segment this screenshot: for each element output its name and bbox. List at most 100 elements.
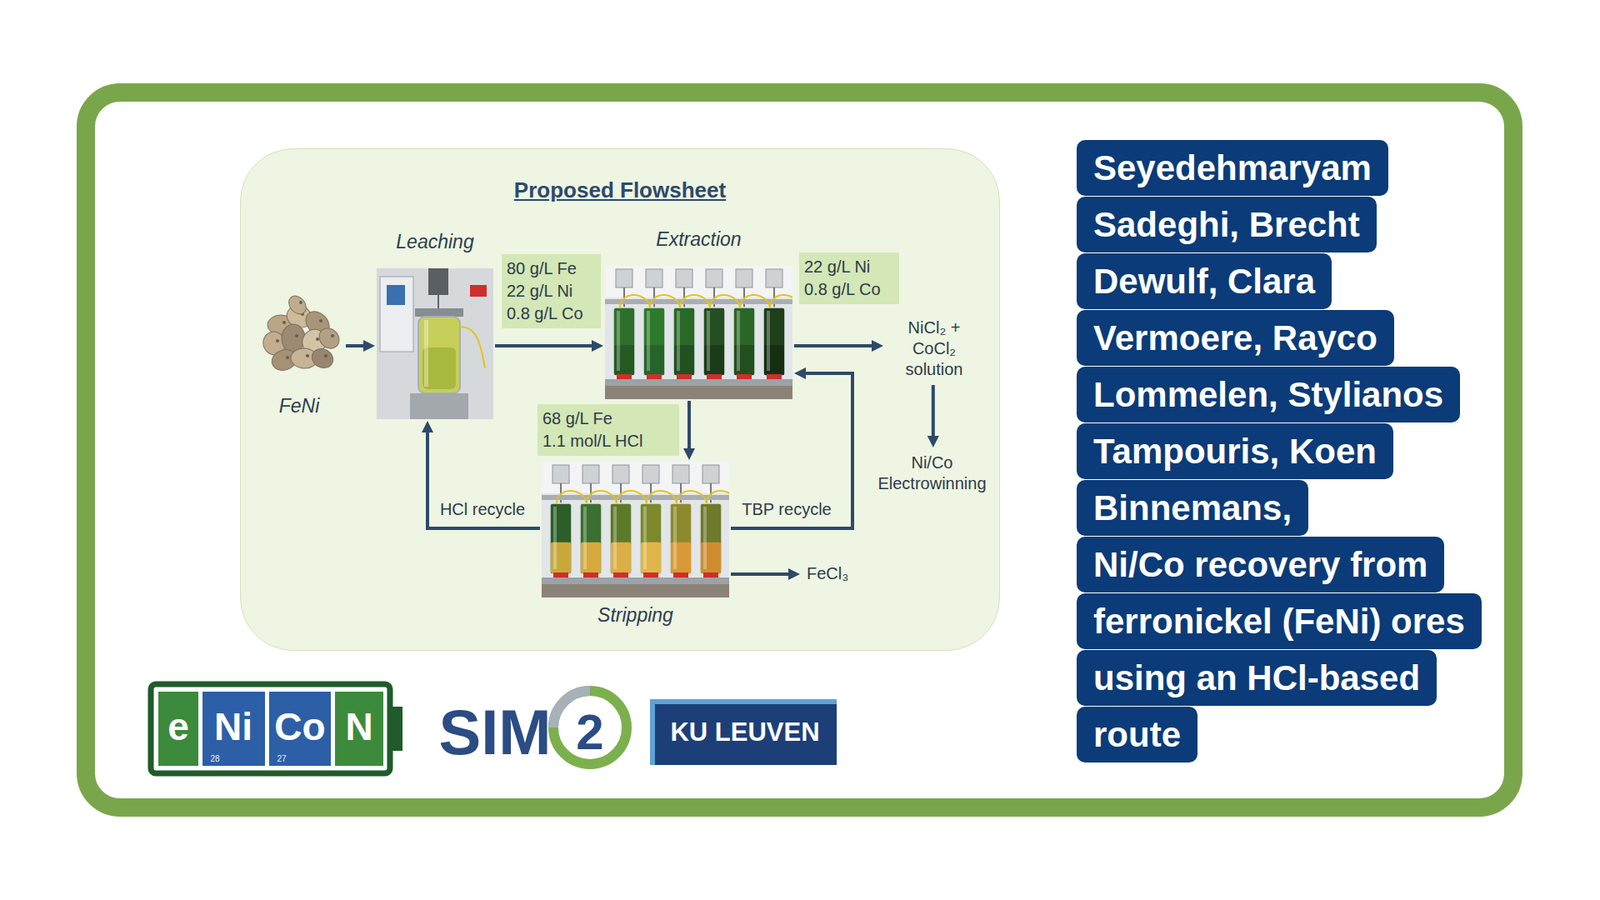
photo-detail xyxy=(766,374,782,380)
element-tile xyxy=(269,691,331,766)
paper-title-row: Ni/Co recovery from ferronickel (FeNi) o… xyxy=(1076,536,1474,764)
product-text-box: NiCl₂ + CoCl₂ solution xyxy=(888,317,980,380)
photo-detail xyxy=(299,300,303,305)
recycle-label: TBP recycle xyxy=(739,500,834,520)
product-label: FeCl₃ xyxy=(806,563,849,585)
photo-detail xyxy=(673,307,695,376)
stream-value: 22 g/L Ni xyxy=(804,255,891,279)
photo-detail xyxy=(706,490,730,504)
photo-detail xyxy=(766,310,770,371)
photo-detail xyxy=(285,292,310,318)
photo-detail xyxy=(552,465,570,484)
photo-detail xyxy=(415,308,464,317)
photo-detail xyxy=(308,345,336,371)
logo-ring xyxy=(553,690,627,765)
process-photo-box: Stripping xyxy=(541,461,730,598)
photo-detail xyxy=(770,295,793,308)
element-letter: N xyxy=(345,704,373,750)
element-letter: e xyxy=(167,704,190,750)
university-logo-stripe xyxy=(650,699,655,765)
photo-detail xyxy=(605,385,793,400)
photo-detail xyxy=(672,465,690,484)
step-label: Stripping xyxy=(597,604,674,627)
photo-detail xyxy=(605,265,793,298)
photo-detail xyxy=(616,310,620,371)
photo-detail xyxy=(673,572,689,578)
stream-box: 22 g/L Ni0.8 g/L Co xyxy=(799,252,900,305)
photo-detail xyxy=(740,295,770,308)
stream-value: 0.8 g/L Co xyxy=(804,278,891,301)
photo-detail xyxy=(460,326,485,369)
photo-detail xyxy=(673,506,677,570)
stream-box: 68 g/L Fe1.1 mol/L HCl xyxy=(537,404,680,456)
photo-detail xyxy=(650,295,680,308)
photo-detail xyxy=(735,269,753,288)
photo-detail xyxy=(315,337,320,341)
photo-detail xyxy=(646,374,662,380)
element-symbol: Ni xyxy=(214,704,253,750)
photo-detail xyxy=(706,310,710,371)
photo-detail xyxy=(582,465,600,484)
photo-detail xyxy=(646,490,677,504)
photo-detail xyxy=(282,320,286,325)
photo-detail xyxy=(763,307,785,376)
photo-detail xyxy=(676,310,680,371)
strip-photo xyxy=(541,461,730,598)
photo-detail xyxy=(275,339,280,343)
logo-digit: 2 xyxy=(575,703,604,761)
photo-detail xyxy=(645,269,663,288)
photo-detail xyxy=(705,269,723,288)
university-name: KU LEUVEN xyxy=(670,717,820,748)
photo-detail xyxy=(605,265,793,400)
university-logo-block xyxy=(650,699,837,765)
photo-detail xyxy=(670,503,692,575)
photo-detail xyxy=(605,299,793,305)
feni-photo xyxy=(255,291,343,379)
photo-detail xyxy=(643,307,665,376)
recycle-label: HCl recycle xyxy=(437,500,528,520)
flow-arrow xyxy=(495,344,592,348)
photo-detail xyxy=(380,276,414,352)
panel-title: Proposed Flowsheet xyxy=(514,177,726,204)
photo-detail xyxy=(541,495,730,500)
extract-photo xyxy=(605,265,793,400)
photo-detail xyxy=(324,354,328,358)
battery-terminal xyxy=(391,706,403,751)
product-label: Ni/Co Electrowinning xyxy=(868,452,996,495)
photo-detail xyxy=(642,465,660,484)
logo-text: SIM xyxy=(438,695,551,769)
photo-detail xyxy=(586,490,617,504)
photo-detail xyxy=(410,393,469,420)
photo-detail xyxy=(706,374,722,380)
step-label: FeNi xyxy=(279,395,320,418)
photo-detail xyxy=(765,269,783,288)
photo-detail xyxy=(612,465,630,484)
photo-detail xyxy=(305,354,310,358)
photo-detail xyxy=(315,324,343,353)
photo-detail xyxy=(643,506,647,570)
photo-detail xyxy=(580,503,602,575)
photo-detail xyxy=(640,503,662,575)
photo-detail xyxy=(295,334,299,338)
photo-detail xyxy=(319,319,323,323)
stream-value: 68 g/L Fe xyxy=(542,407,671,430)
photo-detail xyxy=(703,307,725,376)
photo-detail xyxy=(550,503,572,575)
photo-detail xyxy=(615,269,633,288)
photo-detail xyxy=(675,269,693,288)
product-label: NiCl₂ + CoCl₂ solution xyxy=(888,317,980,380)
photo-detail xyxy=(680,295,710,308)
atomic-number: 28 xyxy=(210,754,220,764)
photo-detail xyxy=(553,572,569,578)
photo-detail xyxy=(613,307,635,376)
stream-box: 80 g/L Fe22 g/L Ni0.8 g/L Co xyxy=(501,254,601,329)
flow-arrow xyxy=(687,400,691,449)
photo-detail xyxy=(703,572,719,578)
flowsheet-panel: Proposed FlowsheetFeNiLeaching80 g/L Fe2… xyxy=(240,148,1000,651)
photo-detail xyxy=(418,316,460,394)
photo-detail xyxy=(616,490,647,504)
element-symbol: Co xyxy=(274,704,325,750)
photo-detail xyxy=(736,310,740,371)
photo-detail xyxy=(643,572,659,578)
element-tile xyxy=(202,691,265,766)
